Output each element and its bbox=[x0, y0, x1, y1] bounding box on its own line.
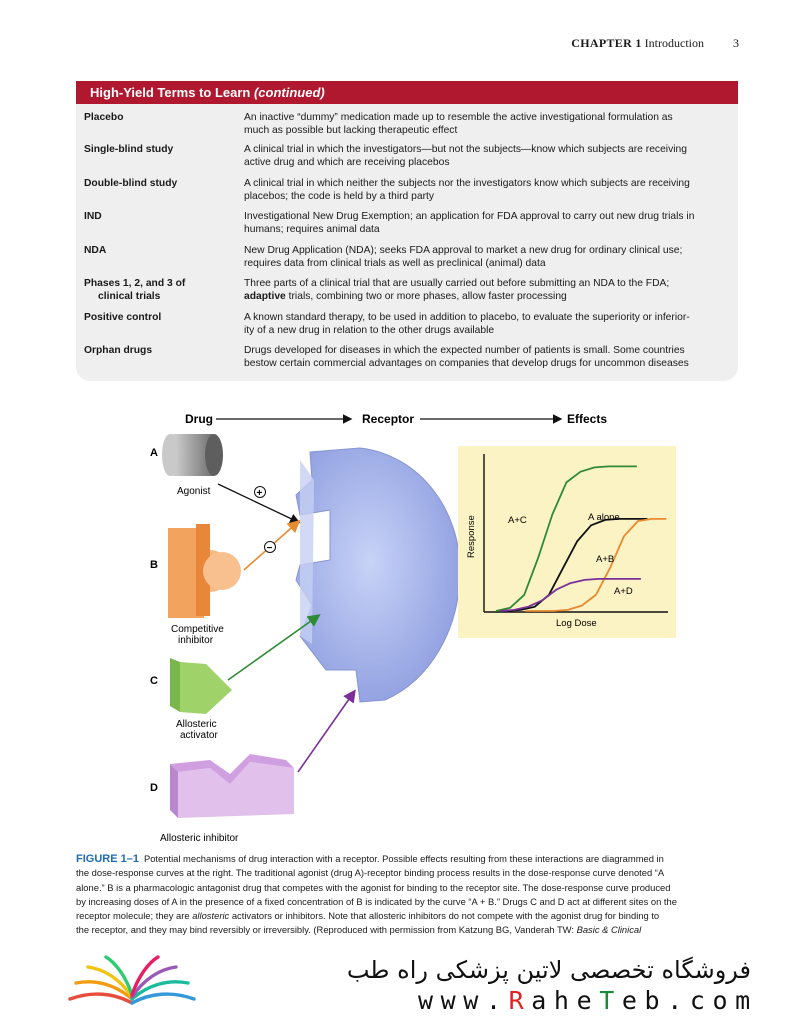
term-label: NDA bbox=[84, 245, 107, 256]
allosteric-activator-label-1: Allosteric bbox=[176, 719, 217, 730]
label-a: A bbox=[150, 447, 158, 459]
page-number: 3 bbox=[733, 36, 739, 50]
minus-sign bbox=[264, 541, 276, 553]
term-definition: A clinical trial in which neither the su… bbox=[244, 178, 690, 202]
effects-column-label: Effects bbox=[567, 412, 607, 426]
term-definition: New Drug Application (NDA); seeks FDA ap… bbox=[244, 245, 683, 269]
series-label-a-d: A+D bbox=[614, 586, 633, 597]
store-banner bbox=[0, 945, 789, 1023]
term-definition: Investigational New Drug Exemption; an a… bbox=[244, 211, 695, 235]
plus-text: + bbox=[257, 488, 263, 499]
term-definition: A clinical trial in which the investigat… bbox=[244, 144, 687, 168]
high-yield-terms-table: High-Yield Terms to Learn (continued) bbox=[76, 81, 738, 381]
curve-a-alone bbox=[506, 518, 648, 612]
receptor-column-label: Receptor bbox=[362, 412, 414, 426]
series-label-a-c: A+C bbox=[508, 515, 527, 526]
section-label: Introduction bbox=[644, 36, 704, 50]
plus-sign bbox=[254, 486, 266, 498]
term-label: Positive control bbox=[84, 312, 162, 323]
allosteric-inhibitor-arrow bbox=[297, 689, 356, 773]
series-label-a-alone: A alone bbox=[588, 512, 620, 523]
term-definition: An inactive “dummy” medication made up t… bbox=[244, 112, 673, 136]
allosteric-activator-label-2: activator bbox=[180, 730, 218, 741]
dose-response-curves bbox=[495, 465, 667, 612]
term-label: Single-blind study bbox=[84, 144, 174, 155]
allosteric-activator-shape bbox=[170, 658, 232, 714]
series-label-a-b: A+B bbox=[596, 554, 614, 565]
x-axis-label: Log Dose bbox=[556, 618, 597, 629]
allosteric-inhibitor-shape bbox=[170, 754, 294, 818]
figure-label: FIGURE 1–1 bbox=[76, 853, 139, 865]
term-label: Placebo bbox=[84, 112, 124, 123]
term-definition: A known standard therapy, to be used in … bbox=[244, 312, 690, 336]
drug-receptor-figure: Drug Receptor Effects A B C D Agonist Co… bbox=[150, 412, 676, 844]
minus-text: − bbox=[267, 543, 273, 554]
drug-column-label: Drug bbox=[185, 412, 213, 426]
activator-arrow bbox=[227, 614, 321, 681]
receptor-edge bbox=[300, 460, 314, 644]
label-d: D bbox=[150, 782, 158, 794]
curve-a-c bbox=[495, 465, 637, 612]
allosteric-inhibitor-label: Allosteric inhibitor bbox=[160, 833, 239, 844]
chapter-label: CHAPTER 1 bbox=[571, 36, 642, 50]
y-axis-label: Response bbox=[466, 515, 477, 558]
term-label: Orphan drugs bbox=[84, 345, 153, 356]
term-definition: Three parts of a clinical trial that are… bbox=[244, 278, 670, 302]
receptor-shape bbox=[295, 447, 461, 703]
curve-a-b bbox=[525, 518, 667, 612]
agonist-label: Agonist bbox=[177, 486, 211, 497]
running-header: CHAPTER 1 Introduction 3 bbox=[571, 36, 739, 51]
competitive-inhibitor-label-2: inhibitor bbox=[178, 635, 214, 646]
curve-a-d bbox=[500, 578, 641, 612]
agonist-shape bbox=[162, 434, 223, 476]
table-title: High-Yield Terms to Learn (continued) bbox=[76, 81, 738, 104]
chart-background bbox=[458, 446, 676, 638]
book-logo-icon bbox=[68, 955, 196, 1005]
label-b: B bbox=[150, 559, 158, 571]
term-label: Double-blind study bbox=[84, 178, 178, 189]
store-name-persian: فروشگاه تخصصی لاتین پزشکی راه طب bbox=[346, 956, 751, 984]
term-label: IND bbox=[84, 211, 102, 222]
agonist-arrow bbox=[217, 483, 301, 524]
competitive-inhibitor-shape bbox=[168, 524, 241, 618]
competitive-inhibitor-label-1: Competitive bbox=[171, 624, 224, 635]
term-definition: Drugs developed for diseases in which th… bbox=[244, 345, 689, 369]
label-c: C bbox=[150, 675, 158, 687]
store-url: www.RaheTeb.com bbox=[418, 986, 758, 1015]
